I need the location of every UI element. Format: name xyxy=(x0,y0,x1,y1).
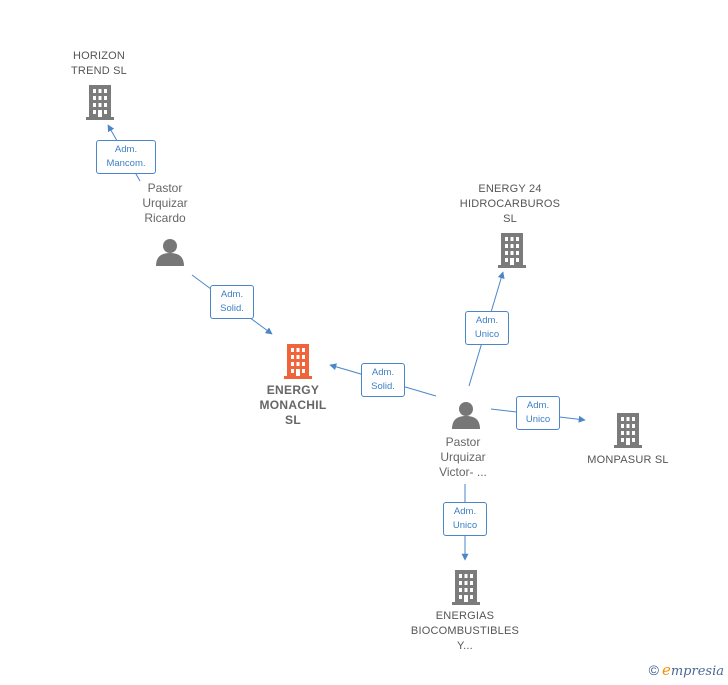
node-energy-monachil[interactable]: ENERGY MONACHIL SL xyxy=(259,383,327,427)
node-pastor-urquizar-victor[interactable]: Pastor Urquizar Victor- ... xyxy=(439,435,487,479)
edge-label-adm-solid: Adm. Solid. xyxy=(210,285,254,319)
node-energias-biocombustibles[interactable]: ENERGIAS BIOCOMBUSTIBLES Y... xyxy=(410,610,520,652)
person-icon[interactable] xyxy=(156,239,184,266)
empresia-logo: ©empresia xyxy=(649,661,724,679)
edge-label-adm-unico: Adm. Unico xyxy=(516,396,560,430)
brand-name: mpresia xyxy=(670,664,724,679)
copyright-icon: © xyxy=(648,662,659,678)
person-icon[interactable] xyxy=(452,402,480,429)
node-pastor-urquizar-ricardo[interactable]: Pastor Urquizar Ricardo xyxy=(142,181,188,225)
building-icon[interactable] xyxy=(614,413,642,448)
edge-label-adm-unico: Adm. Unico xyxy=(443,502,487,536)
brand-letter-e: e xyxy=(661,661,671,679)
building-icon[interactable] xyxy=(86,85,114,120)
edge-label-adm-solid: Adm. Solid. xyxy=(361,363,405,397)
node-energy-24-hidrocarburos[interactable]: ENERGY 24 HIDROCARBUROS SL xyxy=(459,183,561,225)
edge-label-adm-unico: Adm. Unico xyxy=(465,311,509,345)
building-icon[interactable] xyxy=(452,570,480,605)
building-icon[interactable] xyxy=(284,344,312,379)
edge-label-adm-mancom: Adm. Mancom. xyxy=(96,140,156,174)
building-icon[interactable] xyxy=(498,233,526,268)
node-monpasur[interactable]: MONPASUR SL xyxy=(587,454,669,466)
node-horizon-trend[interactable]: HORIZON TREND SL xyxy=(71,50,127,77)
